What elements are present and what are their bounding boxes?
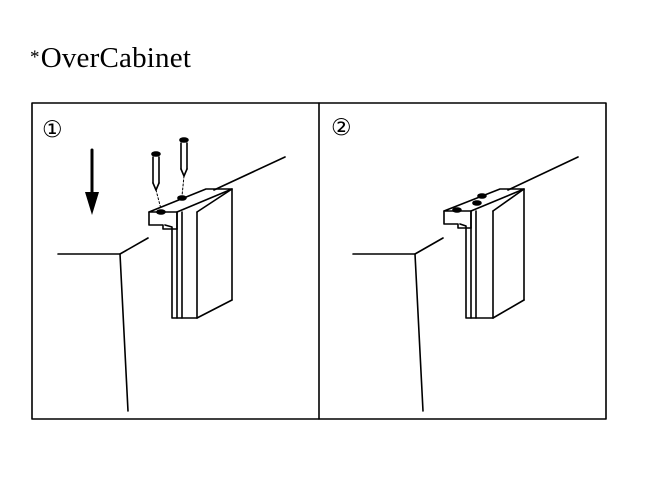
arrow-down-icon [85,148,99,215]
screw-head [452,207,462,213]
bracket [148,188,233,319]
cabinet [352,156,579,412]
screw-icon [179,137,189,197]
title-text: OverCabinet [40,42,192,74]
bracket [443,188,525,319]
panel-2: ② [331,115,579,412]
step-1-label: ① [42,117,63,143]
panel-1: ① [42,117,286,412]
page-title: *OverCabinet [30,42,191,75]
screw-head [477,193,487,199]
screw-head [472,200,482,206]
screw-icon [151,151,162,210]
screw-hole [156,209,166,215]
cabinet [57,156,286,412]
step-2-label: ② [331,115,352,141]
title-marker: * [30,47,40,68]
screw-hole [177,195,187,201]
